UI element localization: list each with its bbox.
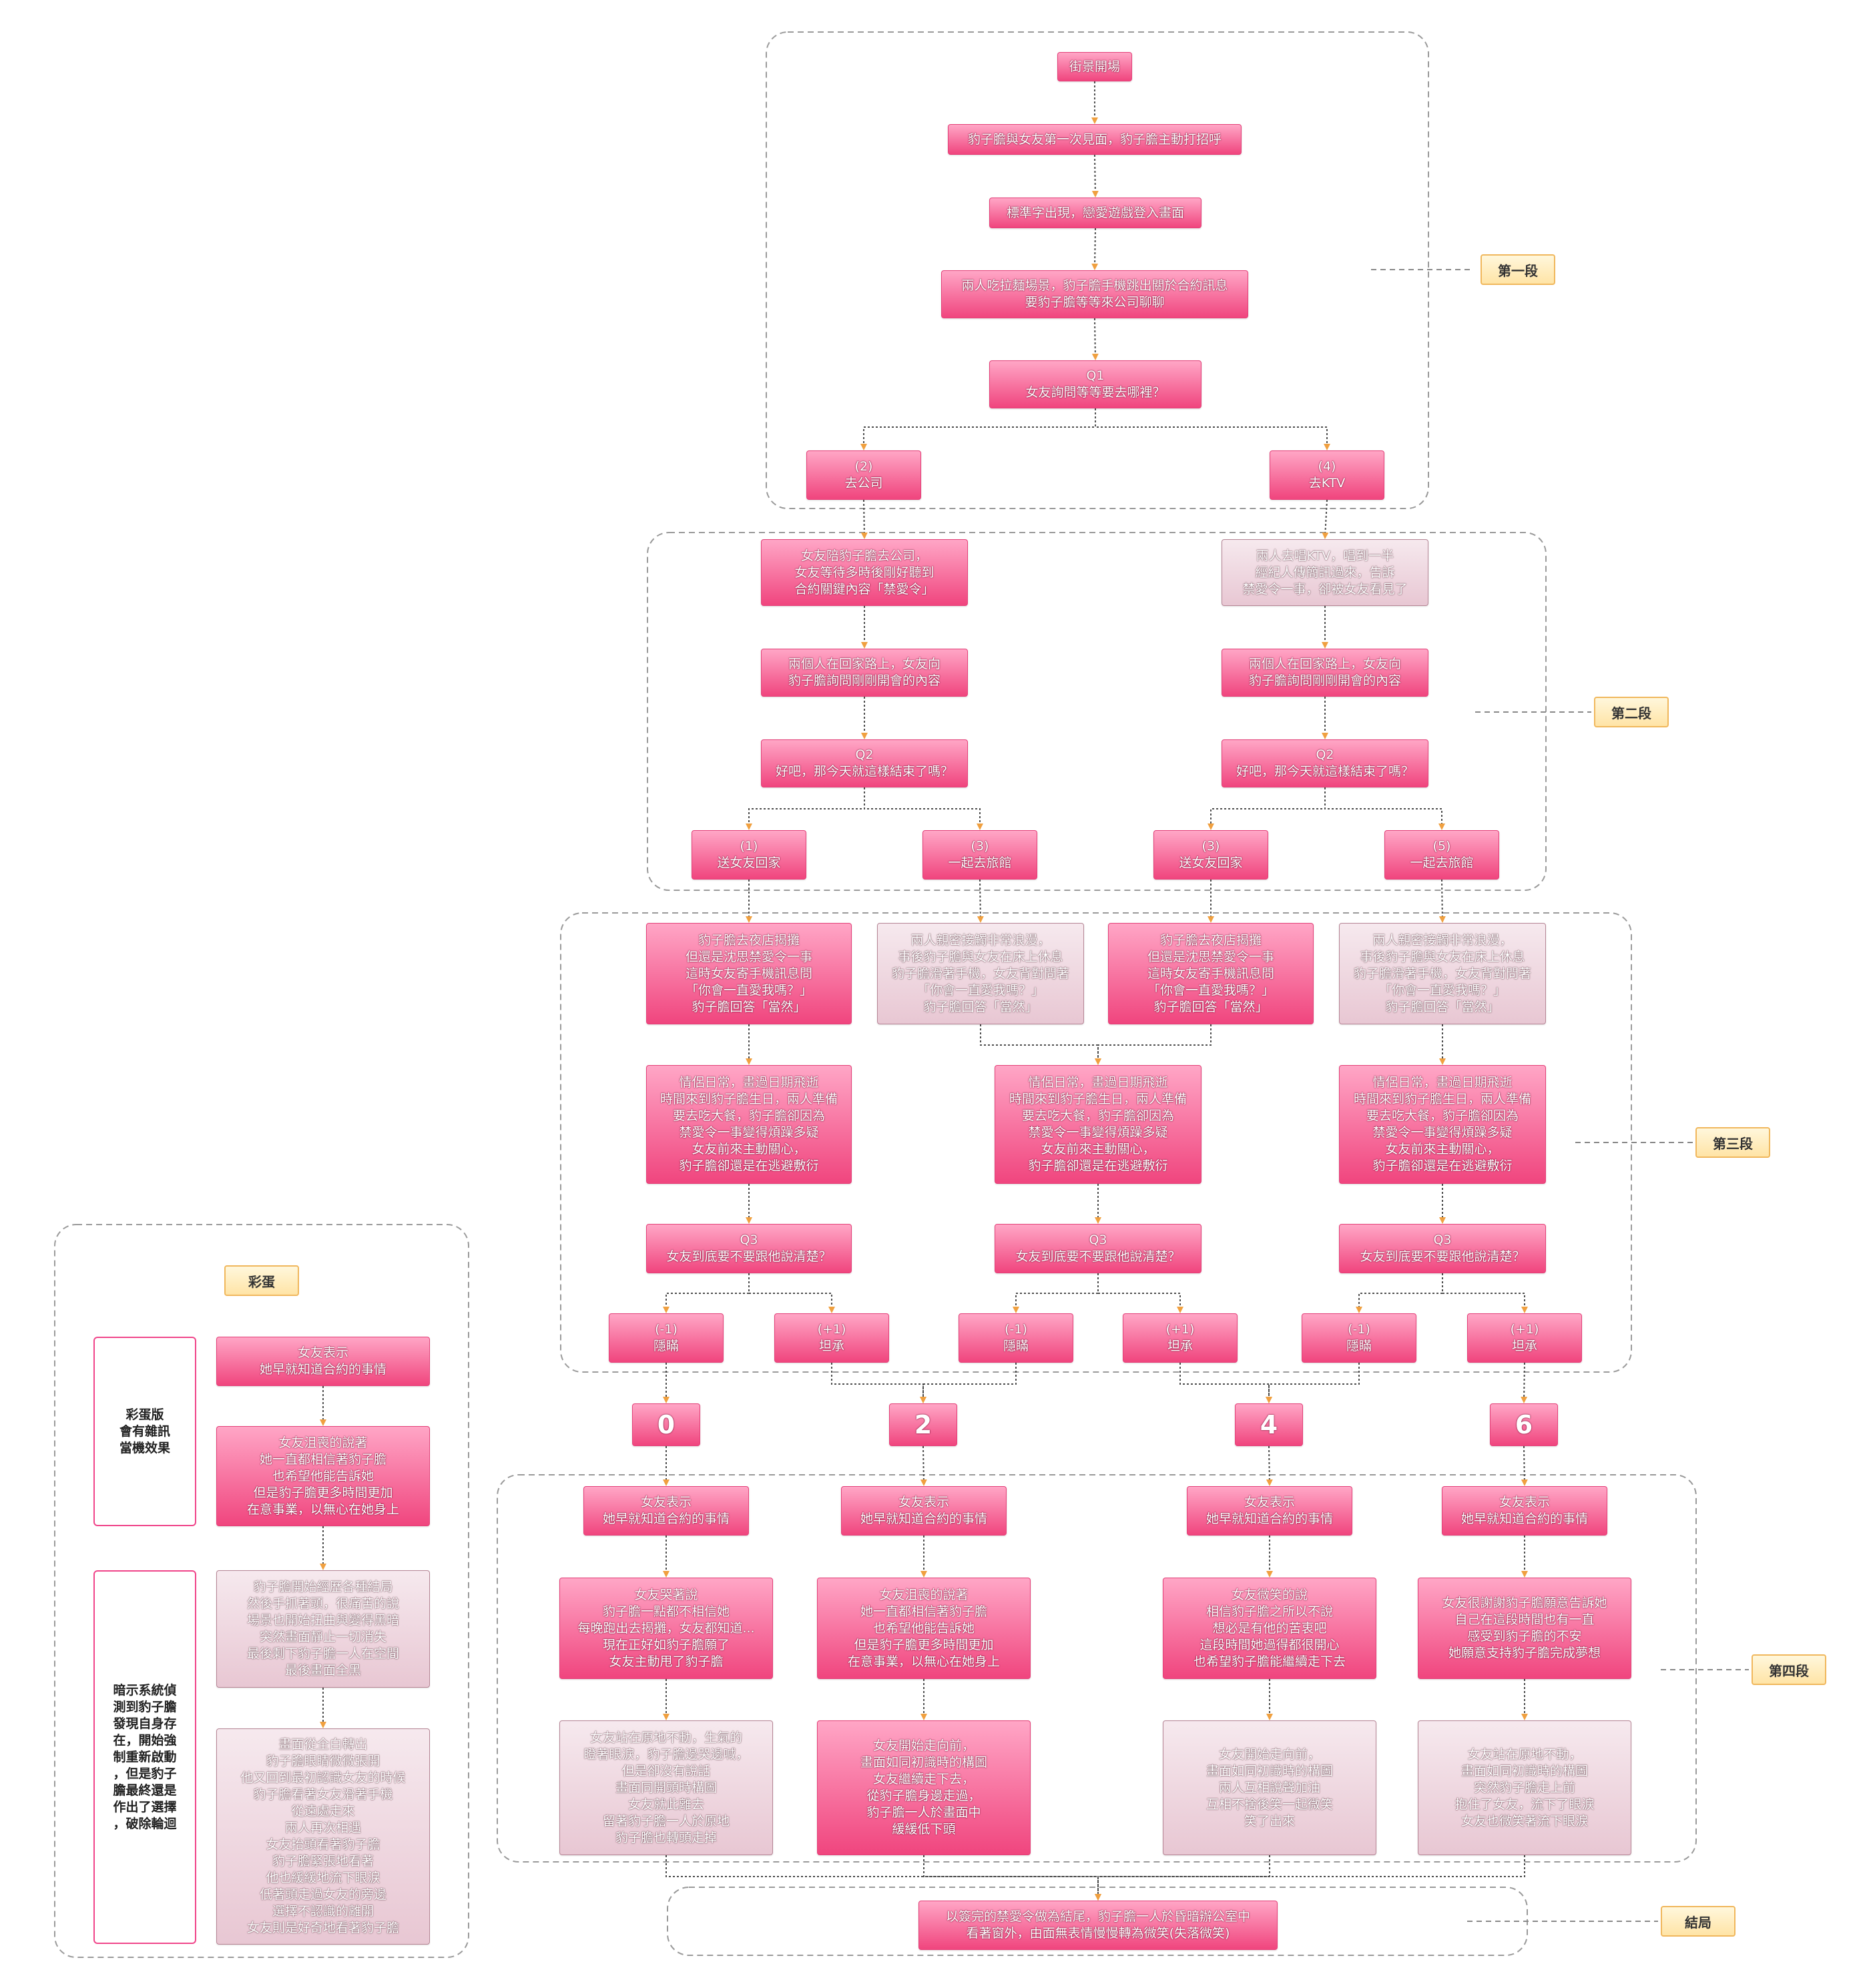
node-reaction-0: 女友哭著說 豹子膽一點都不相信她 每晚跑出去揭攤，女友都知道... 現在正好如豹… [559,1578,773,1679]
connector-q1-q1b [1095,408,1330,450]
node-choice-hide-3: (-1) 隱瞞 [1302,1313,1416,1363]
node-birthday-scene-1: 情侶日常，畫過日期飛逝 時間來到豹子膽生日，兩人準備 要去吃大餐，豹子膽卻因為 … [646,1065,852,1184]
connector-a3-s2n [920,1363,1017,1403]
section-tag-ending: 結局 [1661,1906,1736,1937]
node-question-3-a: Q3 女友到底要不要跟他說清楚？ [646,1224,852,1273]
node-reveal-6: 女友表示 她早就知道合約的事情 [1442,1486,1607,1536]
connector-q1-q1a [860,408,1096,450]
section-tag-1: 第一段 [1481,254,1555,285]
node-choice-send-home-1: (1) 送女友回家 [692,830,806,880]
node-title-screen: 標準字出現，戀愛遊戲登入畫面 [989,198,1202,228]
group-section-4 [497,1474,1697,1863]
connector-q2b-c2 [977,879,984,923]
node-egg-reveal: 女友表示 她早就知道合約的事情 [216,1337,430,1386]
node-reveal-2: 女友表示 她早就知道合約的事情 [841,1486,1007,1536]
node-question-3-c: Q3 女友到底要不要跟他說清楚？ [1339,1224,1546,1273]
connector-a2-s2n [831,1363,926,1403]
connector-a5-s4n [1266,1363,1360,1403]
node-first-meeting: 豹子膽與女友第一次見面，豹子膽主動打招呼 [948,124,1242,155]
node-score-2: 2 [889,1403,957,1446]
node-reaction-6: 女友很謝謝豹子膽願意告訴她 自己在這段時間也有一直 感受到豹子膽的不安 她願意支… [1418,1578,1631,1679]
node-choice-hide-1: (-1) 隱瞞 [609,1313,724,1363]
easter-egg-label-reboot: 暗示系統偵 測到豹子膽 發現自身存 在，開始強 制重新啟動 ，但是豹子 膽最終還… [93,1570,196,1944]
node-reaction-4: 女友微笑的說 相信豹子膽之所以不說 想必是有他的苦衷吧 這段時間她過得都很開心 … [1163,1578,1376,1679]
node-choice-send-home-3: (3) 送女友回家 [1153,830,1268,880]
connector-q1b-r1 [1322,499,1329,539]
connector-c2-d2 [980,1024,1101,1065]
node-score-0: 0 [632,1403,700,1446]
node-ktv-visit: 兩人去唱KTV，唱到一半 經紀人傳簡訊過來，告訴 禁愛令一事，卻被女友看見了 [1222,539,1428,606]
group-section-3 [560,912,1632,1373]
easter-egg-label-glitch: 彩蛋版 會有雜訊 當機效果 [93,1337,196,1526]
connector-r_q2-q2d [1324,787,1445,830]
node-ramen-scene: 兩人吃拉麵場景，豹子膽手機跳出關於合約訊息 要豹子膽等等來公司聊聊 [941,270,1248,318]
connector-g1-end [665,1855,1101,1901]
connector-g3-end [1095,1855,1270,1901]
node-choice-go-company: (2) 去公司 [806,450,921,500]
node-choice-confess-3: (+1) 坦承 [1467,1313,1582,1363]
node-street-opening: 街景開場 [1057,52,1132,81]
node-choice-confess-2: (+1) 坦承 [1123,1313,1238,1363]
node-score-4: 4 [1235,1403,1303,1446]
node-birthday-scene-2: 情侶日常，畫過日期飛逝 時間來到豹子膽生日，兩人準備 要去吃大餐，豹子膽卻因為 … [995,1065,1202,1184]
node-question-2-left: Q2 好吧，那今天就這樣結束了嗎？ [761,739,968,787]
connector-q3_3-a5 [1356,1273,1443,1313]
node-score-6: 6 [1490,1403,1558,1446]
node-ending-scene-0: 女友站在原地不動，生氣的 瞪著眼淚，豹子膽邊哭邊喊， 但是卻沒有說話 畫面同開頭… [559,1720,773,1855]
node-final-ending: 以簽完的禁愛令做為結尾，豹子膽一人於昏暗辦公室中 看著窗外，由面無表情慢慢轉為微… [918,1901,1278,1950]
node-club-scene-2: 豹子膽去夜店揭攤 但還是沈思禁愛令一事 這時女友寄手機訊息問 「你會一直愛我嗎？… [1108,923,1314,1024]
node-ending-scene-6: 女友站在原地不動， 畫面如同初識時的構圖 突然豹子膽走上前 抱住了女友，流下了眼… [1418,1720,1631,1855]
node-reveal-0: 女友表示 她早就知道合約的事情 [583,1486,749,1536]
node-reveal-4: 女友表示 她早就知道合約的事情 [1187,1486,1352,1536]
connector-q3_1-a2 [748,1273,835,1313]
connector-q3_2-a3 [1013,1273,1099,1313]
node-choice-go-ktv: (4) 去KTV [1270,450,1384,500]
node-question-2-right: Q2 好吧，那今天就這樣結束了嗎？ [1222,739,1428,787]
connector-r_q2-q2c [1208,787,1326,830]
node-birthday-scene-3: 情侶日常，畫過日期飛逝 時間來到豹子膽生日，兩人準備 要去吃大餐，豹子膽卻因為 … [1339,1065,1546,1184]
connector-l_q2-q2b [864,787,983,830]
node-egg-reaction: 女友沮喪的說著 她一直都相信著豹子膽 也希望他能告訴她 但是豹子膽更多時間更加 … [216,1426,430,1526]
node-question-1: Q1 女友詢問等等要去哪裡？ [989,360,1202,408]
section-tag-2: 第二段 [1594,697,1669,727]
node-choice-hotel-3: (3) 一起去旅館 [922,830,1037,880]
node-egg-loop-break: 畫面從全白轉出 豹子膽眼睛微微張開 他又回到最初認識女友的時候 豹子膽看著女友滑… [216,1728,430,1945]
node-club-scene-1: 豹子膽去夜店揭攤 但還是沈思禁愛令一事 這時女友寄手機訊息問 「你會一直愛我嗎？… [646,923,852,1024]
node-walk-home-left: 兩個人在回家路上，女友向 豹子膽詢問剛剛開會的內容 [761,649,968,697]
node-reaction-2: 女友沮喪的說著 她一直都相信著豹子膽 也希望他能告訴她 但是豹子膽更多時間更加 … [817,1578,1031,1679]
connector-q3_1-a1 [663,1273,750,1313]
node-choice-hotel-5: (5) 一起去旅館 [1384,830,1499,880]
connector-q3_2-a4 [1097,1273,1183,1313]
node-walk-home-right: 兩個人在回家路上，女友向 豹子膽詢問剛剛開會的內容 [1222,649,1428,697]
connector-s2n-e2 [920,1445,927,1486]
section-tag-4: 第四段 [1752,1654,1826,1685]
connector-s6n-e4 [1521,1445,1528,1486]
connector-a6-s6n [1521,1362,1528,1403]
node-ending-scene-2: 女友開始走向前， 畫面如同初識時的構圖 女友繼續走下去， 從豹子膽身邊走過， 豹… [817,1720,1031,1855]
node-ending-scene-4: 女友開始走向前， 畫面如同初識時的構圖 兩人互相說聲加油 互相不捨後笑一起微笑 … [1163,1720,1376,1855]
node-choice-hide-2: (-1) 隱瞞 [959,1313,1073,1363]
node-hotel-scene-1: 兩人親密接觸非常浪漫， 事後豹子膽與女友在床上休息 豹子膽滑著手機，女友背對問著… [877,923,1084,1024]
group-easter-egg [54,1224,469,1958]
section-tag-3: 第三段 [1695,1127,1770,1158]
connector-q3_3-a6 [1442,1273,1528,1313]
node-egg-glitch: 豹子膽開始經歷各種結局 然後手抓著頭，很痛苦的說 場景也開始扭曲與變得黑暗 突然… [216,1570,430,1688]
node-hotel-scene-2: 兩人親密接觸非常浪漫， 事後豹子膽與女友在床上休息 豹子膽滑著手機，女友背對問著… [1339,923,1546,1024]
connector-s4n-e3 [1266,1445,1273,1486]
connector-a4-s4n [1179,1363,1272,1403]
section-tag-easter-egg: 彩蛋 [224,1265,299,1296]
connector-g2-end [923,1855,1101,1901]
node-company-visit: 女友陪豹子膽去公司， 女友等待多時後剛好聽到 合約關鍵內容「禁愛令」 [761,539,968,606]
connector-c3-d2 [1095,1024,1212,1065]
node-choice-confess-1: (+1) 坦承 [774,1313,889,1363]
connector-l_q2-q2a [746,787,865,830]
node-question-3-b: Q3 女友到底要不要跟他說清楚？ [995,1224,1202,1273]
